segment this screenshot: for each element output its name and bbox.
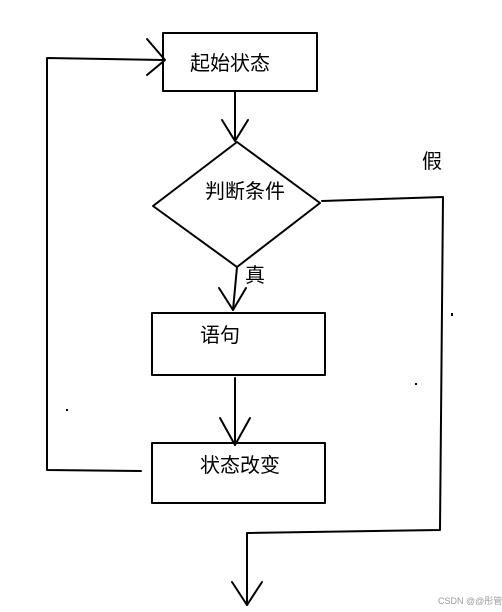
stray-dot: [66, 409, 68, 411]
statement-box: [151, 312, 326, 376]
watermark: CSDN @@彤管: [438, 595, 502, 606]
true-label: 真: [245, 263, 265, 287]
update-box: [151, 442, 326, 504]
false-label: 假: [422, 149, 442, 173]
stray-dot: [451, 313, 453, 316]
loop-back-arrow-head: [146, 38, 166, 76]
update-label: 状态改变: [200, 453, 280, 477]
statement-label: 语句: [200, 323, 240, 347]
stray-dot: [415, 383, 417, 385]
arrow-condition-to-statement-head: [218, 287, 247, 311]
condition-diamond: [152, 141, 321, 268]
condition-label: 判断条件: [205, 179, 285, 203]
arrow-start-to-condition-head: [221, 119, 249, 142]
loop-back-line: [46, 57, 164, 472]
arrow-statement-to-update-head: [219, 417, 251, 446]
start-label: 起始状态: [190, 51, 270, 75]
false-branch-arrow-head: [231, 581, 263, 606]
false-branch-line: [246, 196, 444, 606]
arrow-condition-to-statement: [232, 266, 238, 311]
